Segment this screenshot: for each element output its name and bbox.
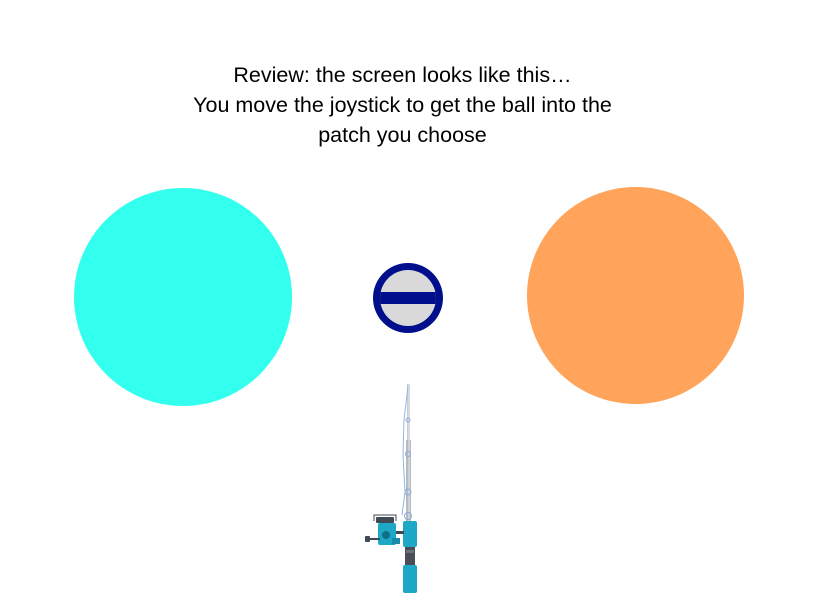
ball xyxy=(373,263,443,333)
fishing-rod-icon xyxy=(365,384,417,593)
instructions-line-3: patch you choose xyxy=(318,123,487,147)
rod-upper-grip xyxy=(403,521,417,547)
right-patch[interactable] xyxy=(527,187,744,404)
left-patch[interactable] xyxy=(74,188,292,406)
instructions-text: Review: the screen looks like this… You … xyxy=(0,60,805,150)
instructions-line-2: You move the joystick to get the ball in… xyxy=(193,93,612,117)
rod-lower-grip xyxy=(403,565,417,593)
instructions-line-1: Review: the screen looks like this… xyxy=(233,63,572,87)
ball-band xyxy=(380,292,436,304)
